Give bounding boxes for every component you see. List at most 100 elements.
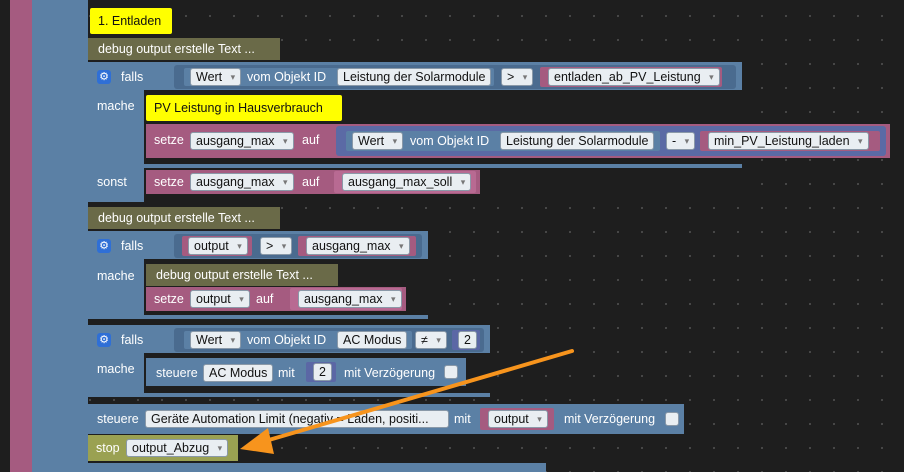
mache-label: mache: [97, 362, 135, 376]
math-block[interactable]: Wert▾ vom Objekt ID Leistung der Solarmo…: [336, 126, 886, 156]
mache-label: mache: [97, 269, 135, 283]
chevron-down-icon: ▾: [522, 72, 528, 82]
chevron-down-icon: ▾: [239, 294, 244, 304]
procedure-frame-left: [10, 0, 32, 472]
object-id-field[interactable]: Leistung der Solarmodule: [500, 132, 655, 150]
chevron-down-icon: ▾: [230, 335, 236, 345]
falls-label: falls: [121, 70, 144, 84]
variable-block[interactable]: ausgang_max▾: [298, 236, 416, 256]
steuere-label: steuere: [156, 366, 198, 380]
number-block[interactable]: 2: [452, 330, 480, 350]
variable-block[interactable]: output▾: [480, 408, 554, 430]
steuere-label: steuere: [97, 412, 139, 426]
variable-dropdown[interactable]: entladen_ab_PV_Leistung▾: [548, 68, 720, 86]
chevron-down-icon: ▾: [392, 136, 398, 146]
variable-dropdown[interactable]: output▾: [190, 290, 250, 308]
debug-text: debug output erstelle Text ...: [98, 42, 255, 56]
set-block-3[interactable]: setze output▾ auf ausgang_max▾: [146, 287, 406, 311]
control-block-1[interactable]: steuere AC Modus mit 2 mit Verzögerung: [146, 358, 466, 386]
number-block[interactable]: 2: [306, 362, 336, 382]
gear-icon[interactable]: ⚙: [97, 239, 111, 253]
chevron-down-icon: ▾: [537, 414, 542, 424]
variable-block[interactable]: min_PV_Leistung_laden▾: [700, 131, 880, 151]
stop-dropdown[interactable]: output_Abzug▾: [126, 439, 229, 457]
debug-block-1[interactable]: debug output erstelle Text ...: [88, 38, 280, 60]
variable-dropdown[interactable]: ausgang_max_soll▾: [342, 173, 472, 191]
setze-label: setze: [154, 133, 184, 147]
chevron-down-icon: ▾: [230, 72, 236, 82]
chevron-down-icon: ▾: [281, 241, 287, 251]
object-label: vom Objekt ID: [410, 134, 490, 148]
compare-block-1[interactable]: Wert▾ vom Objekt ID Leistung der Solarmo…: [174, 65, 736, 89]
variable-dropdown[interactable]: output▾: [488, 410, 548, 428]
setze-label: setze: [154, 292, 184, 306]
value-dropdown[interactable]: Wert▾: [352, 132, 404, 150]
object-label: vom Objekt ID: [247, 333, 327, 347]
set-block-2[interactable]: setze ausgang_max▾ auf ausgang_max_soll▾: [146, 170, 480, 194]
variable-dropdown[interactable]: ausgang_max▾: [190, 132, 294, 150]
gear-icon[interactable]: ⚙: [97, 70, 111, 84]
stop-block[interactable]: stop output_Abzug▾: [88, 435, 238, 461]
procedure-body: [32, 0, 88, 472]
object-id-field[interactable]: Leistung der Solarmodule: [337, 68, 492, 86]
comment-block-2[interactable]: PV Leistung in Hausverbrauch: [146, 95, 342, 121]
chevron-down-icon: ▾: [709, 72, 714, 82]
chevron-down-icon: ▾: [283, 177, 288, 187]
variable-dropdown[interactable]: output▾: [188, 237, 248, 255]
set-block-1[interactable]: setze ausgang_max▾ auf Wert▾ vom Objekt …: [146, 124, 890, 158]
variable-dropdown[interactable]: min_PV_Leistung_laden▾: [708, 132, 869, 150]
chevron-down-icon: ▾: [436, 335, 441, 345]
compare-block-3[interactable]: Wert▾ vom Objekt ID AC Modus ≠▾ 2: [174, 328, 484, 352]
debug-text: debug output erstelle Text ...: [156, 268, 313, 282]
number-field[interactable]: 2: [458, 331, 477, 349]
chevron-down-icon: ▾: [283, 136, 288, 146]
stop-label: stop: [96, 441, 120, 455]
chevron-down-icon: ▾: [217, 443, 223, 453]
variable-dropdown[interactable]: ausgang_max▾: [298, 290, 402, 308]
auf-label: auf: [256, 292, 274, 306]
value-dropdown[interactable]: Wert▾: [190, 331, 242, 349]
variable-block[interactable]: output▾: [182, 236, 252, 256]
next-block-partial[interactable]: [88, 463, 546, 472]
operator-dropdown[interactable]: >▾: [501, 68, 534, 86]
number-field[interactable]: 2: [313, 363, 332, 381]
mache-label: mache: [97, 99, 135, 113]
chevron-down-icon: ▾: [858, 136, 863, 146]
variable-block[interactable]: ausgang_max▾: [290, 288, 402, 310]
debug-block-2[interactable]: debug output erstelle Text ...: [88, 207, 280, 229]
operator-dropdown[interactable]: ≠▾: [415, 331, 447, 349]
comment-text: 1. Entladen: [98, 14, 162, 28]
delay-checkbox[interactable]: [444, 365, 458, 379]
variable-block[interactable]: entladen_ab_PV_Leistung▾: [540, 67, 722, 87]
delay-label: mit Verzögerung: [564, 412, 656, 426]
delay-checkbox[interactable]: [665, 412, 679, 426]
target-field[interactable]: AC Modus: [203, 364, 274, 382]
debug-block-3[interactable]: debug output erstelle Text ...: [146, 264, 338, 286]
chevron-down-icon: ▾: [237, 241, 242, 251]
variable-dropdown[interactable]: ausgang_max▾: [306, 237, 410, 255]
delay-label: mit Verzögerung: [344, 366, 436, 380]
debug-text: debug output erstelle Text ...: [98, 211, 255, 225]
control-block-2[interactable]: steuere Geräte Automation Limit (negativ…: [88, 404, 684, 434]
minus-dropdown[interactable]: -▾: [666, 132, 696, 150]
object-id-field[interactable]: AC Modus: [337, 331, 408, 349]
gear-icon[interactable]: ⚙: [97, 333, 111, 347]
auf-label: auf: [302, 175, 320, 189]
sonst-label: sonst: [97, 175, 127, 189]
chevron-down-icon: ▾: [684, 136, 690, 146]
variable-dropdown[interactable]: ausgang_max▾: [190, 173, 294, 191]
comment-block-1[interactable]: 1. Entladen: [90, 8, 172, 34]
mit-label: mit: [278, 366, 295, 380]
chevron-down-icon: ▾: [391, 294, 396, 304]
setze-label: setze: [154, 175, 184, 189]
value-dropdown[interactable]: Wert▾: [190, 68, 242, 86]
operator-dropdown[interactable]: >▾: [260, 237, 293, 255]
variable-block[interactable]: ausgang_max_soll▾: [334, 171, 476, 193]
chevron-down-icon: ▾: [399, 241, 404, 251]
falls-label: falls: [121, 333, 144, 347]
comment-text: PV Leistung in Hausverbrauch: [154, 101, 323, 115]
compare-block-2[interactable]: output▾ >▾ ausgang_max▾: [174, 234, 422, 258]
object-label: vom Objekt ID: [247, 70, 327, 84]
auf-label: auf: [302, 133, 320, 147]
